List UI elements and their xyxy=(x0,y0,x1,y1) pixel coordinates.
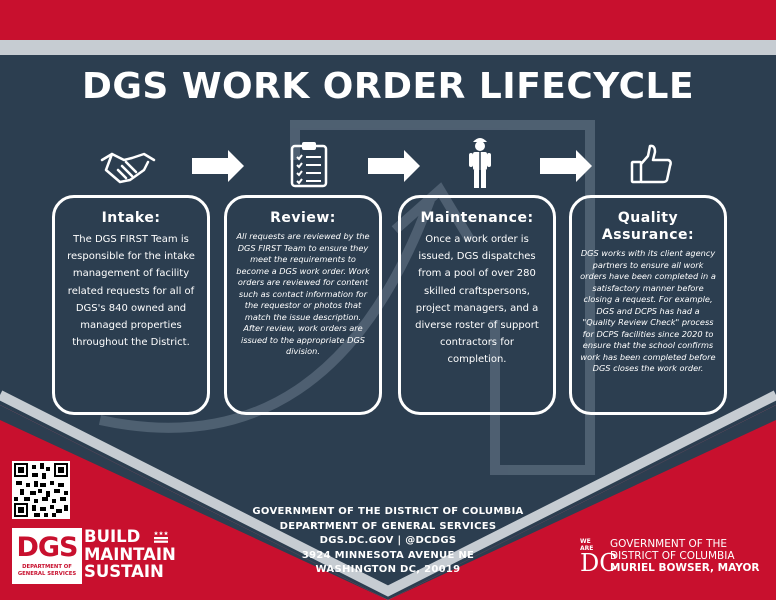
step-body: All requests are reviewed by the DGS FIR… xyxy=(236,231,370,356)
dc-mark: DC xyxy=(580,549,618,577)
dc-gov-line2: DISTRICT OF COLUMBIA xyxy=(610,550,735,562)
mayor-name: MURIEL BOWSER, MAYOR xyxy=(610,562,760,574)
step-card-intake: Intake: The DGS FIRST Team is responsibl… xyxy=(52,195,210,415)
step-heading: Quality Assurance: xyxy=(601,210,695,243)
page-title: DGS WORK ORDER LIFECYCLE xyxy=(81,66,695,107)
worker-icon xyxy=(469,138,491,188)
dgs-logo-subtitle-line1: DEPARTMENT OF xyxy=(22,564,72,570)
qr-code-icon[interactable] xyxy=(12,461,70,519)
top-silver-band xyxy=(0,40,776,55)
step-arrows xyxy=(192,150,592,182)
navy-chevron-panel xyxy=(0,55,776,600)
clipboard-checklist-icon xyxy=(290,142,328,188)
dgs-logo-subtitle-line2: GENERAL SERVICES xyxy=(17,571,77,577)
slogan-maintain: MAINTAIN xyxy=(84,544,176,564)
dc-gov-line1: GOVERNMENT OF THE xyxy=(610,538,728,550)
handshake-icon xyxy=(100,152,156,184)
arrow-right-icon xyxy=(368,150,420,182)
arrow-right-icon xyxy=(192,150,244,182)
slogan: BUILD MAINTAIN SUSTAIN xyxy=(84,528,176,581)
top-red-band xyxy=(0,0,776,40)
footer-department-line: DEPARTMENT OF GENERAL SERVICES xyxy=(279,520,497,532)
footer-government-line: GOVERNMENT OF THE DISTRICT OF COLUMBIA xyxy=(252,506,524,517)
step-body: DGS works with its client agency partner… xyxy=(580,248,716,373)
step-heading: Intake: xyxy=(101,210,161,226)
dgs-logo-subtitle: DEPARTMENT OF GENERAL SERVICES xyxy=(14,564,80,578)
footer-website-link[interactable]: DGS.DC.GOV | @DCDGS xyxy=(319,535,457,547)
we-are-label: WE ARE xyxy=(580,538,594,552)
step-heading: Review: xyxy=(270,210,336,226)
step-heading: Maintenance: xyxy=(420,210,534,226)
step-body: Once a work order is issued, DGS dispatc… xyxy=(415,234,539,366)
step-card-quality-assurance: Quality Assurance: DGS works with its cl… xyxy=(569,195,727,415)
footer-city-line: WASHINGTON DC, 20019 xyxy=(315,564,461,576)
step-card-maintenance: Maintenance: Once a work order is issued… xyxy=(398,195,556,415)
arrow-right-icon xyxy=(540,150,592,182)
agency-contact-block: GOVERNMENT OF THE DISTRICT OF COLUMBIA D… xyxy=(228,505,548,578)
dgs-logo: DGS DEPARTMENT OF GENERAL SERVICES xyxy=(12,528,82,584)
dgs-logo-letters: DGS xyxy=(16,532,78,563)
silver-chevron-stripe xyxy=(0,390,776,597)
footer-address-line: 3924 MINNESOTA AVENUE NE xyxy=(301,549,475,561)
slogan-build: BUILD xyxy=(84,527,141,546)
dc-flag-icon xyxy=(154,531,168,543)
dc-government-text: GOVERNMENT OF THE DISTRICT OF COLUMBIA M… xyxy=(610,538,776,574)
slogan-sustain: SUSTAIN xyxy=(84,562,164,581)
step-body: The DGS FIRST Team is responsible for th… xyxy=(67,234,195,349)
thumbs-up-icon xyxy=(630,144,672,184)
step-card-review: Review: All requests are reviewed by the… xyxy=(224,195,382,415)
